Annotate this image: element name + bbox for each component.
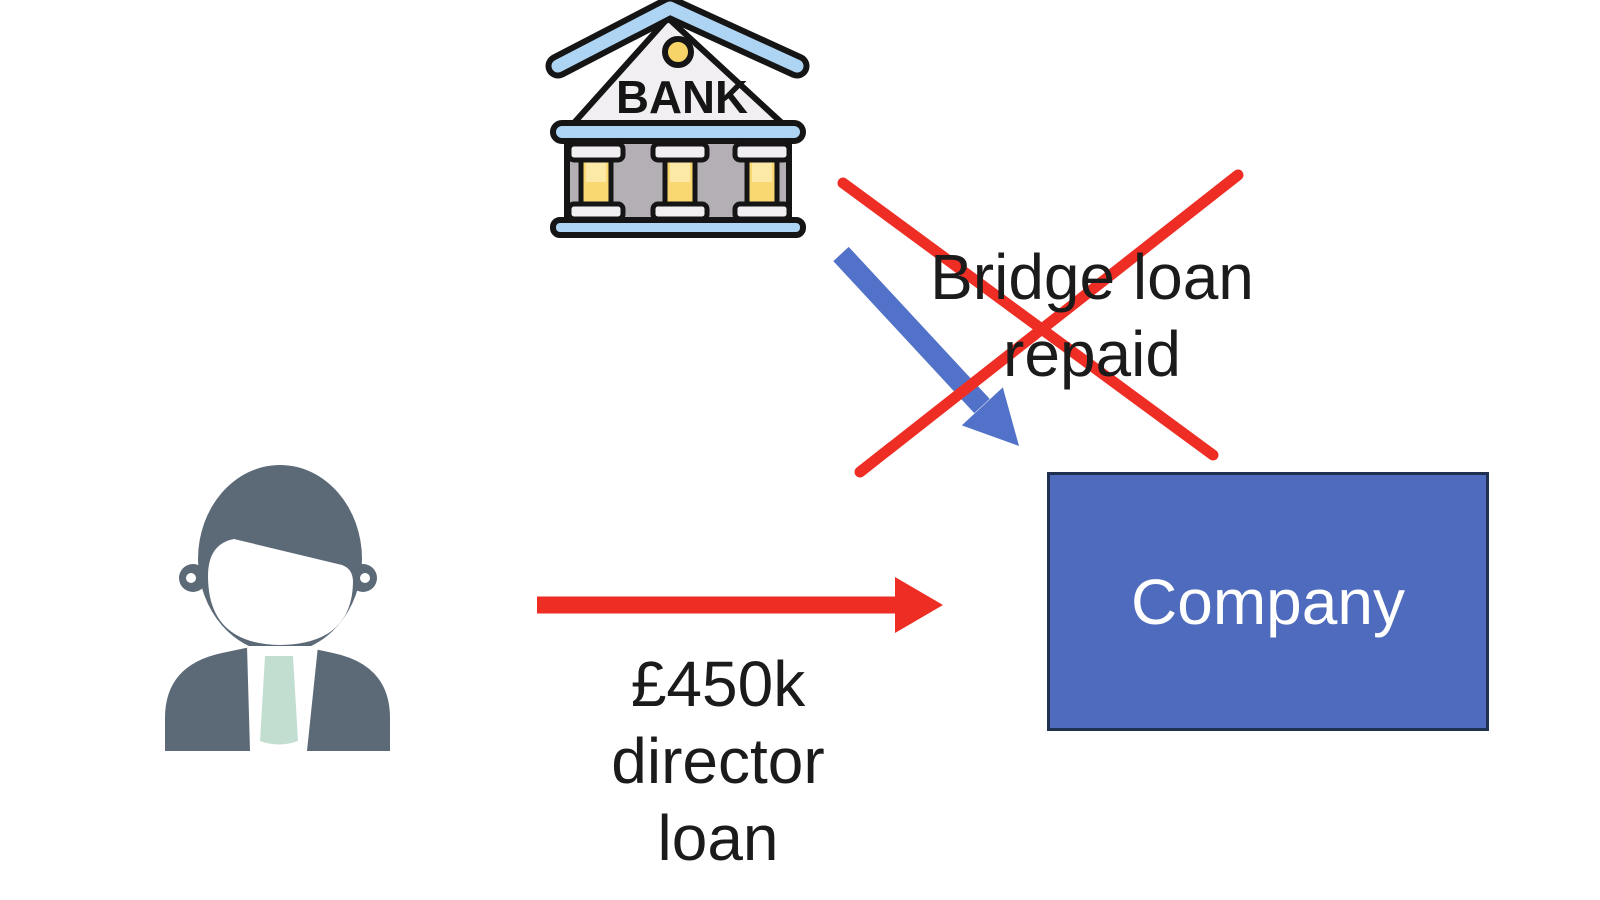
director-loan-label-line3: loan (657, 802, 779, 874)
company-label: Company (1131, 565, 1405, 638)
company-box: Company (1047, 472, 1489, 731)
bank-icon: BANK (545, 0, 810, 238)
bridge-loan-label-line1: Bridge loan (930, 241, 1254, 313)
bank-window-circle (662, 36, 694, 68)
director-person-icon (165, 465, 390, 751)
director-loan-arrow (537, 577, 943, 633)
bank-roof (551, 1, 804, 73)
bank-columns (566, 141, 792, 222)
bank-sign-text: BANK (616, 71, 748, 123)
bank-column (566, 141, 626, 222)
director-loan-label: £450k director loan (558, 646, 878, 877)
director-loan-label-line2: director (611, 725, 825, 797)
bank-base-step (550, 217, 806, 238)
person-tie (260, 656, 298, 745)
bank-column (732, 141, 792, 222)
director-loan-label-line1: £450k (630, 648, 806, 720)
bridge-loan-label: Bridge loan repaid (907, 239, 1277, 393)
bridge-loan-label-line2: repaid (1003, 318, 1181, 390)
person-face (208, 539, 353, 645)
bank-column (650, 141, 710, 222)
person-ears (179, 564, 377, 592)
